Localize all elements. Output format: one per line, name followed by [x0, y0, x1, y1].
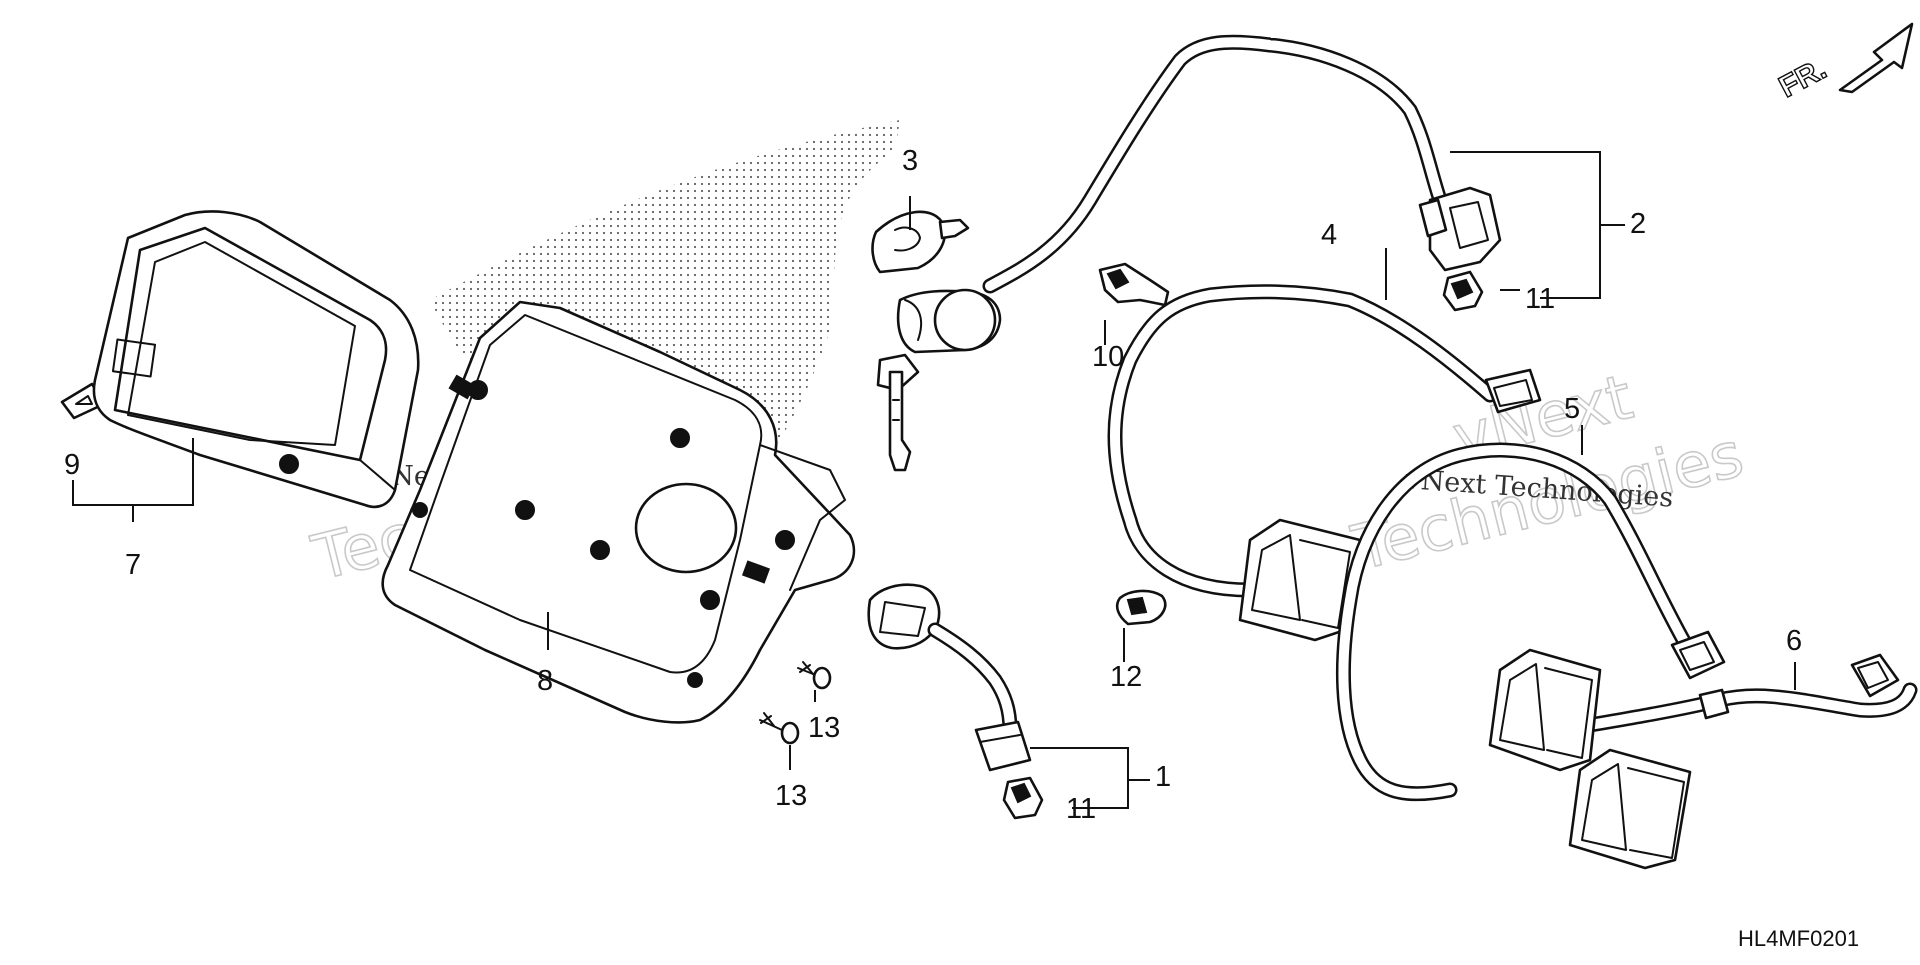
part-11-clip-upper	[1442, 270, 1484, 312]
part-11-clip-lower	[1002, 776, 1044, 820]
callout-10: 10	[1092, 341, 1124, 373]
part-6-harness	[1488, 648, 1918, 870]
callout-1: 1	[1155, 761, 1171, 793]
callout-11-lower: 11	[1066, 793, 1096, 825]
callout-7: 7	[125, 549, 141, 581]
part-13-screw-upper	[797, 661, 832, 690]
callouts: 1 2 3 4 5 6 7 8 9 10 11 11 12 13 13	[64, 145, 1802, 825]
leader-lines	[72, 151, 1796, 809]
callout-13-upper: 13	[808, 712, 840, 744]
callout-5: 5	[1564, 393, 1580, 425]
part-5-harness	[1335, 442, 1726, 802]
part-1-ignition-switch	[867, 34, 1448, 772]
callout-3: 3	[902, 145, 918, 177]
callout-4: 4	[1321, 219, 1337, 251]
part-13-screw-lower	[759, 712, 800, 745]
front-arrow-icon	[1838, 22, 1914, 94]
callout-11-upper: 11	[1525, 283, 1555, 315]
part-2-switch-connector	[1418, 186, 1502, 272]
callout-13-lower: 13	[775, 780, 807, 812]
diagram-code: HL4MF0201	[1738, 926, 1859, 951]
front-direction-indicator: FR.	[1773, 22, 1914, 105]
part-8-meter-cover	[381, 300, 856, 724]
callout-2: 2	[1630, 208, 1646, 240]
callout-6: 6	[1786, 625, 1802, 657]
front-label: FR.	[1774, 52, 1832, 104]
part-3-key	[871, 210, 970, 274]
part-7-meter-assembly	[92, 210, 420, 509]
part-12-wire-band	[1115, 589, 1167, 626]
part-10-connector-clip	[1098, 262, 1170, 307]
callout-12: 12	[1110, 661, 1142, 693]
part-4-sub-harness	[1107, 284, 1542, 642]
callout-9: 9	[64, 449, 80, 481]
callout-8: 8	[537, 665, 553, 697]
